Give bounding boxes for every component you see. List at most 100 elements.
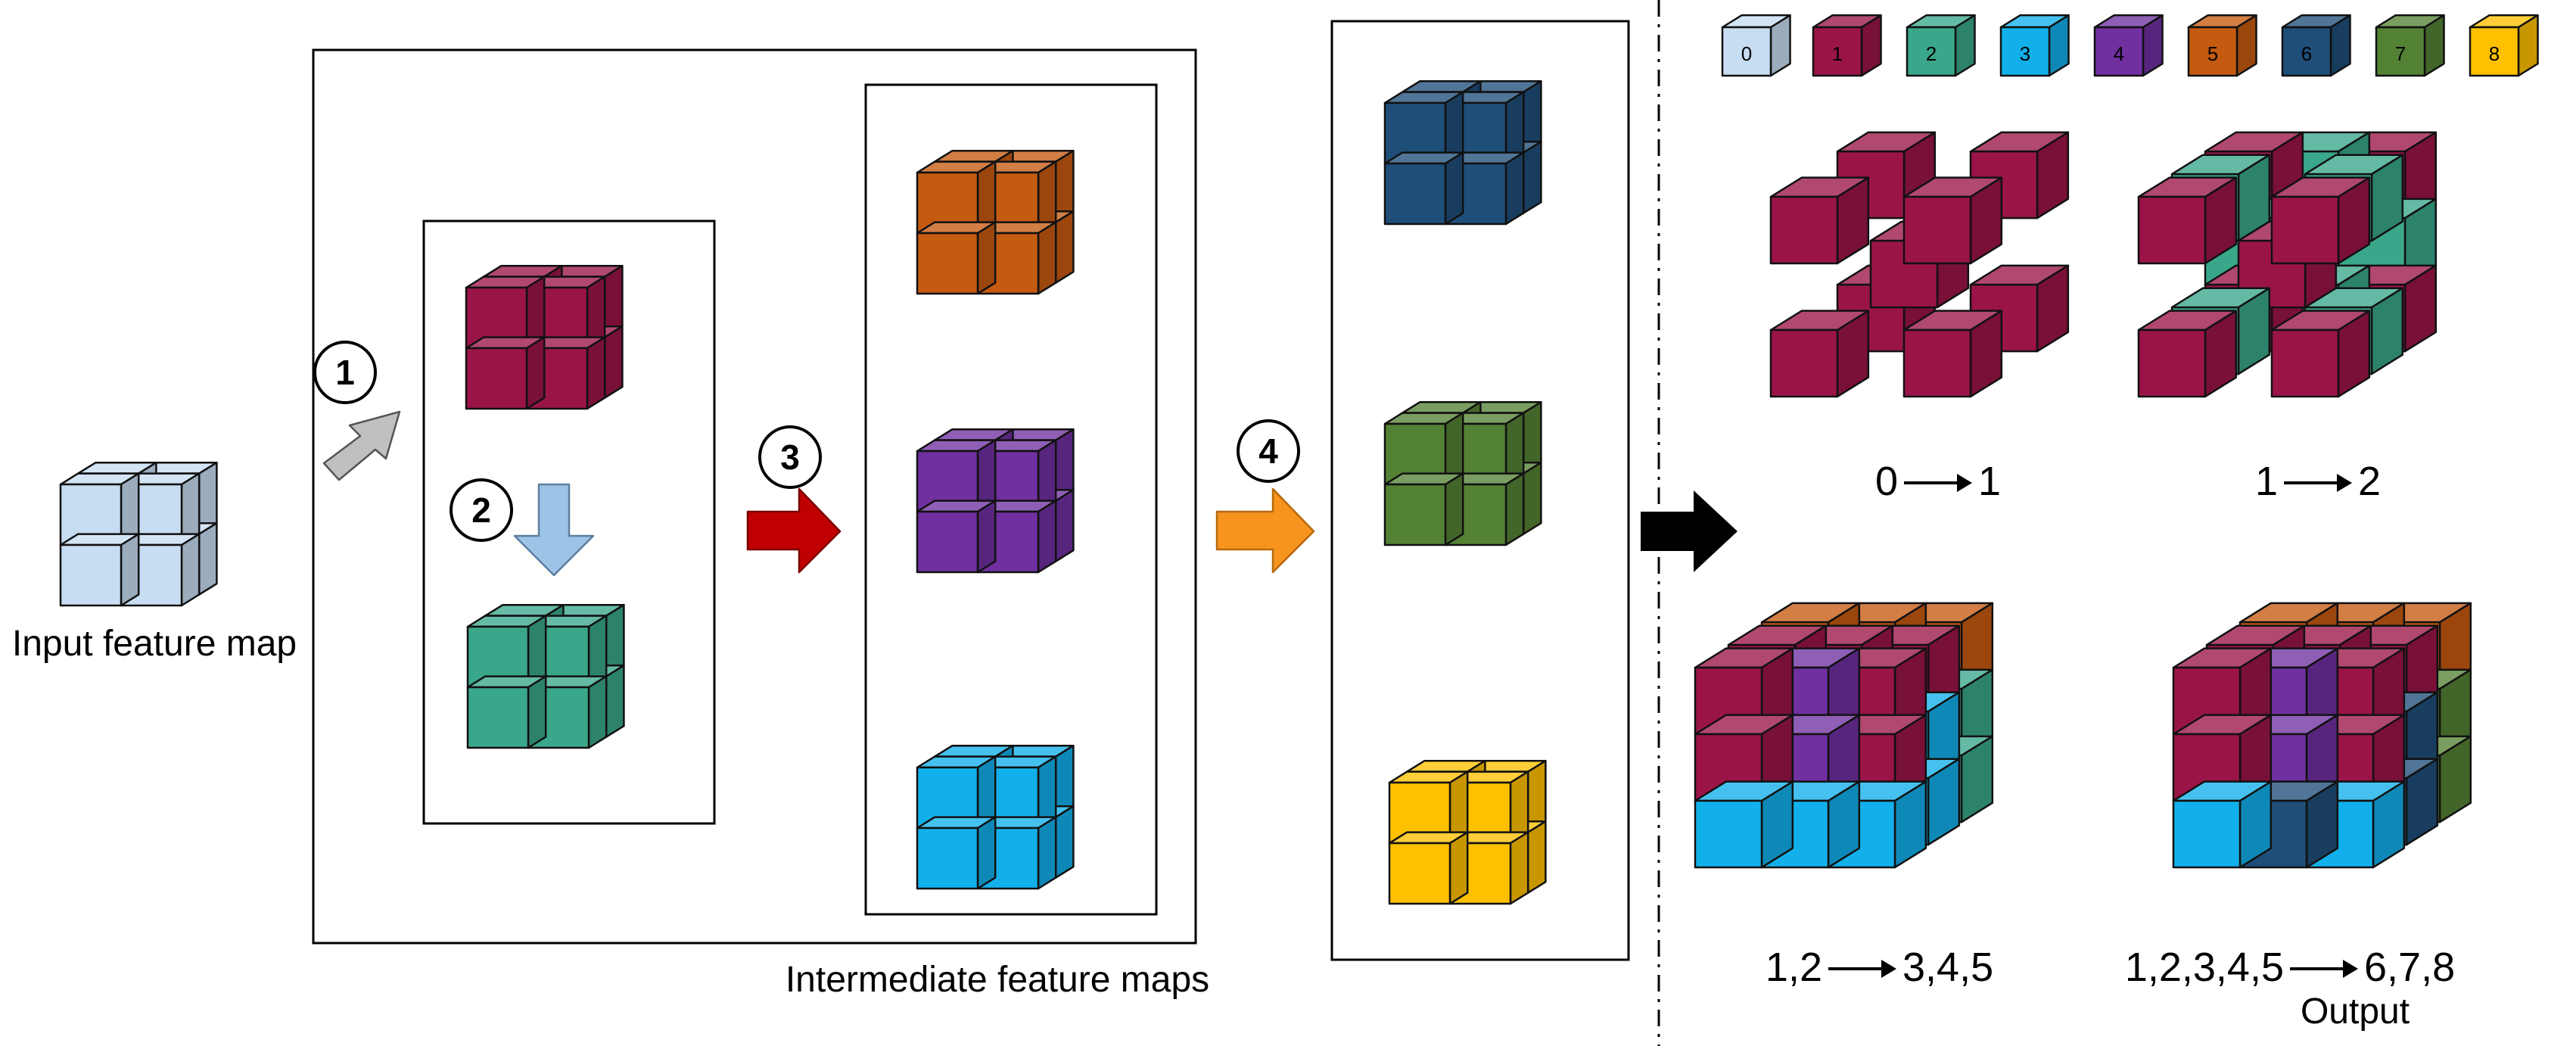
- arrow-step3-shape: [746, 487, 842, 574]
- legend-cube-1-front: [1812, 26, 1863, 77]
- step-badge-1-circle: [313, 341, 377, 404]
- legend-cube-6: 6: [2281, 14, 2351, 77]
- step-badge-2: 2: [450, 478, 513, 542]
- config-output-cell-020-front: [2172, 799, 2242, 869]
- legend-cube-7-front: [2375, 26, 2426, 77]
- block-7-cell-111-side: [1522, 461, 1542, 535]
- step-badge-4-circle: [1237, 419, 1300, 483]
- config-1-2-cell-200: [2270, 176, 2371, 265]
- config-0-1-cell-000-front: [1769, 195, 1839, 265]
- transition-0-1: 0 1: [1875, 459, 2001, 504]
- block-8-cell-010-front: [1388, 842, 1451, 905]
- step4-frame: [1330, 20, 1630, 961]
- arrow-step4-shape: [1215, 487, 1315, 574]
- transition-12345-678: 1,2,3,4,5 6,7,8: [2125, 945, 2455, 990]
- arrow-step2-shape: [513, 483, 595, 577]
- block-1-cell-110-side: [586, 336, 606, 410]
- block-4-cell-010-side: [976, 500, 997, 574]
- block-7-cell-010: [1383, 472, 1464, 546]
- step3-frame: [864, 83, 1158, 916]
- legend-label-0: 0: [1741, 42, 1752, 65]
- config-0-1: [1769, 131, 2070, 398]
- config-1-2-cell-020-front: [2137, 328, 2207, 398]
- block-2-cell-010-side: [527, 675, 547, 749]
- legend-cube-5-front: [2187, 26, 2238, 77]
- block-5-cell-010: [916, 221, 997, 295]
- transition-1-2: 1 2: [2255, 459, 2381, 504]
- output-label: Output: [2301, 992, 2410, 1032]
- arrow-main: [1641, 490, 1738, 572]
- legend-cube-8: 8: [2469, 14, 2539, 77]
- block-8-cell-111-side: [1526, 820, 1547, 894]
- block-1-cell-010-side: [525, 336, 546, 410]
- block-1-cell-010-front: [465, 347, 528, 410]
- block-5-cell-111-side: [1054, 210, 1075, 284]
- block-4-cell-010: [916, 500, 997, 574]
- block-3-cell-010-side: [976, 816, 997, 890]
- arrow-step1-shape: [322, 410, 401, 481]
- intermediate-feature-maps-label: Intermediate feature maps: [786, 960, 1209, 1000]
- config-output: [2172, 602, 2472, 869]
- config-1-2-cell-000: [2137, 176, 2238, 265]
- legend-label-3: 3: [2020, 42, 2030, 65]
- block-8-cell-010: [1388, 831, 1469, 905]
- legend-label-2: 2: [1926, 42, 1937, 65]
- input-block-cell-010-front: [59, 543, 123, 607]
- block-4: [916, 428, 1075, 574]
- legend-cube-4-front: [2093, 26, 2145, 77]
- block-7-cell-010-front: [1383, 483, 1447, 546]
- config-1-2-cell-020: [2137, 310, 2238, 398]
- block-4-cell-111-side: [1054, 488, 1075, 562]
- legend-label-7: 7: [2395, 42, 2406, 65]
- transition-1-2-to: 2: [2358, 459, 2381, 504]
- config-0-1-cell-202: [1969, 131, 2070, 219]
- config-12-345: [1694, 602, 1994, 869]
- block-5-cell-010-side: [976, 221, 997, 295]
- legend-cube-8-front: [2469, 26, 2520, 77]
- block-8-cell-000: [1388, 770, 1469, 845]
- block-6-cell-111-side: [1522, 140, 1542, 214]
- legend-label-6: 6: [2301, 42, 2312, 65]
- config-0-1-cell-200: [1902, 176, 2003, 265]
- transition-12-345-arrowhead: [1881, 960, 1896, 978]
- block-3-cell-010: [916, 816, 997, 890]
- config-0-1-cell-020-front: [1769, 328, 1839, 398]
- block-6: [1383, 79, 1542, 226]
- block-3-cell-111-side: [1054, 805, 1075, 879]
- block-1-cell-000: [465, 276, 546, 350]
- config-0-1-cell-220-front: [1902, 328, 1972, 398]
- config-0-1-cell-220: [1902, 310, 2003, 398]
- block-8-cell-110-side: [1509, 831, 1529, 905]
- legend-cube-0-front: [1721, 26, 1772, 77]
- block-4-cell-000: [916, 439, 997, 513]
- block-3-cell-000: [916, 755, 997, 830]
- legend-label-8: 8: [2489, 42, 2500, 65]
- transition-12345-678-to: 6,7,8: [2364, 945, 2455, 990]
- block-5: [916, 149, 1075, 295]
- block-8-cell-010-side: [1448, 831, 1469, 905]
- config-12-345-cell-020: [1694, 780, 1794, 869]
- block-1-cell-010: [465, 336, 546, 410]
- legend-cube-1: 1: [1812, 14, 1882, 77]
- block-2-cell-010: [466, 675, 547, 749]
- step-badge-1-number: 1: [335, 353, 355, 392]
- transition-1-2-from: 1: [2255, 459, 2278, 504]
- legend-cube-3: 3: [1999, 14, 2070, 77]
- legend-label-1: 1: [1832, 42, 1843, 65]
- arrow-step1: [322, 410, 401, 481]
- output-configurations: [1694, 131, 2472, 869]
- legend-cube-4: 4: [2093, 14, 2164, 77]
- step-badge-3-number: 3: [780, 437, 800, 477]
- legend-cube-6-front: [2281, 26, 2332, 77]
- config-output-cell-020: [2172, 780, 2273, 869]
- step-badge-3-circle: [758, 425, 822, 489]
- block-5-cell-110-side: [1037, 221, 1057, 295]
- legend-cube-5: 5: [2187, 14, 2257, 77]
- step-badge-2-number: 2: [471, 490, 491, 530]
- block-7-cell-110-side: [1504, 472, 1525, 546]
- feature-map-blocks: [59, 79, 1547, 905]
- config-0-1-cell-000: [1769, 176, 1870, 265]
- legend-cube-2: 2: [1906, 14, 1976, 77]
- block-2: [466, 603, 625, 749]
